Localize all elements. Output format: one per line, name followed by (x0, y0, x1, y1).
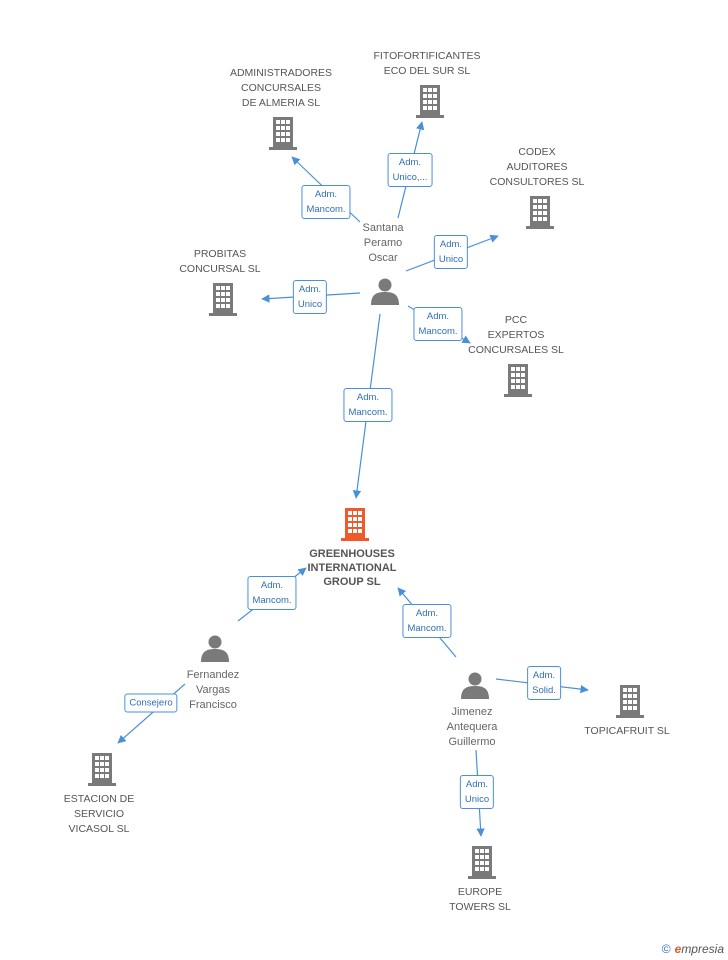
edge-label-fernandez-main[interactable]: Adm. Mancom. (247, 576, 297, 610)
edge-label-santana-fitofortificantes[interactable]: Adm. Unico,... (387, 153, 433, 187)
edge-label-santana-pcc[interactable]: Adm. Mancom. (413, 307, 463, 341)
brand-initial: e (674, 942, 682, 956)
building-icon[interactable] (341, 508, 369, 541)
node-label-probitas[interactable]: PROBITAS CONCURSAL SL (179, 248, 261, 275)
building-icon[interactable] (416, 85, 444, 118)
node-label-codex[interactable]: CODEX AUDITORES CONSULTORES SL (489, 146, 585, 188)
node-label-topicafruit[interactable]: TOPICAFRUIT SL (584, 725, 670, 737)
building-icon[interactable] (88, 753, 116, 786)
building-icon[interactable] (616, 685, 644, 718)
node-label-pcc[interactable]: PCC EXPERTOS CONCURSALES SL (468, 314, 564, 356)
brand-rest: mpresia (681, 942, 724, 956)
edge-label-jimenez-topicafruit[interactable]: Adm. Solid. (527, 666, 561, 700)
footer-brand[interactable]: ©empresia (662, 942, 724, 956)
edge-label-jimenez-europe[interactable]: Adm. Unico (459, 775, 495, 809)
edge-label-santana-main[interactable]: Adm. Mancom. (343, 388, 393, 422)
edge-label-fernandez-estacion[interactable]: Consejero (124, 693, 178, 713)
edge-label-santana-codex[interactable]: Adm. Unico (433, 235, 469, 269)
node-label-santana[interactable]: Santana Peramo Oscar (362, 222, 404, 264)
building-icon[interactable] (504, 364, 532, 397)
node-label-administradores[interactable]: ADMINISTRADORES CONCURSALES DE ALMERIA S… (229, 67, 333, 109)
copyright-symbol: © (661, 942, 671, 956)
node-label-jimenez[interactable]: Jimenez Antequera Guillermo (446, 706, 498, 748)
edge-label-santana-administradores[interactable]: Adm. Mancom. (301, 185, 351, 219)
edge-label-jimenez-main[interactable]: Adm. Mancom. (402, 604, 452, 638)
brand-logo: empresia (675, 942, 724, 956)
edges (117, 121, 589, 837)
person-icon[interactable] (371, 278, 399, 306)
edge-label-santana-probitas[interactable]: Adm. Unico (292, 280, 328, 314)
building-icon[interactable] (209, 283, 237, 316)
node-label-fitofortificantes[interactable]: FITOFORTIFICANTES ECO DEL SUR SL (373, 50, 481, 77)
node-label-fernandez[interactable]: Fernandez Vargas Francisco (186, 669, 240, 711)
person-icon[interactable] (201, 635, 229, 663)
person-icon[interactable] (461, 672, 489, 700)
node-label-europe[interactable]: EUROPE TOWERS SL (449, 886, 511, 913)
building-icon[interactable] (269, 117, 297, 150)
building-icon[interactable] (526, 196, 554, 229)
building-icon[interactable] (468, 846, 496, 879)
nodes (88, 85, 644, 879)
node-label-estacion[interactable]: ESTACION DE SERVICIO VICASOL SL (63, 793, 135, 835)
node-label-main[interactable]: GREENHOUSES INTERNATIONAL GROUP SL (307, 548, 397, 588)
